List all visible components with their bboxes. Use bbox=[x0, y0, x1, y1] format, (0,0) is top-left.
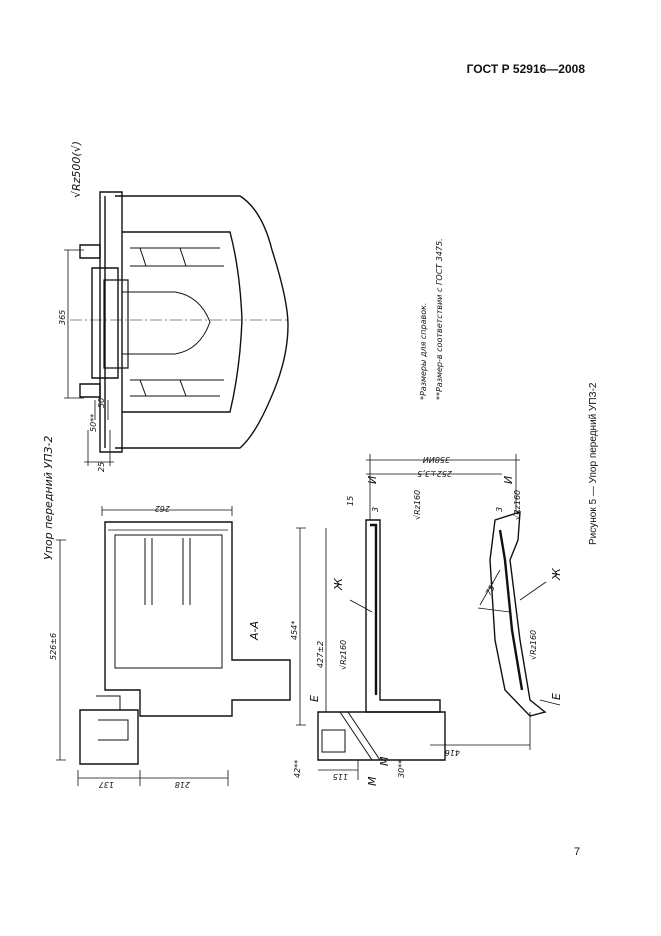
letter-e-1: Е bbox=[308, 695, 321, 702]
dim-15: 15 bbox=[346, 496, 355, 506]
dim-416: 416 bbox=[445, 748, 460, 757]
dim-137: 137 bbox=[98, 780, 114, 789]
dim-50: 50 bbox=[97, 398, 106, 408]
drawing-title: Упор передний УПЗ-2 bbox=[42, 436, 55, 560]
dim-42: 42** bbox=[293, 760, 302, 778]
letter-m-2: М bbox=[378, 756, 391, 766]
dim-30: 30** bbox=[397, 760, 406, 778]
angle-75: 75° bbox=[484, 580, 499, 597]
roughness-2: √Rz160 bbox=[339, 640, 348, 670]
top-view bbox=[64, 191, 290, 466]
dim-526: 526±6 bbox=[49, 633, 58, 660]
dim-3b: 3 bbox=[495, 507, 504, 512]
dim-50-star: 50** bbox=[89, 414, 98, 432]
figure-caption: Рисунок 5 — Упор передний УПЗ-2 bbox=[588, 382, 599, 546]
roughness-4: √Rz160 bbox=[513, 490, 522, 520]
standard-code: ГОСТ Р 52916—2008 bbox=[466, 62, 585, 76]
front-view bbox=[56, 506, 291, 786]
letter-zh-2: Ж bbox=[550, 567, 563, 581]
letter-m-1: М bbox=[366, 776, 379, 786]
section-a-a bbox=[296, 454, 561, 780]
dim-218: 218 bbox=[175, 780, 190, 789]
dim-358: 358ИИ bbox=[423, 455, 450, 464]
letter-zh-1: Ж bbox=[332, 577, 345, 591]
dim-365: 365 bbox=[58, 310, 67, 325]
dim-454: 454* bbox=[290, 621, 299, 640]
letter-i-2: И bbox=[502, 476, 515, 484]
note-2: **Размер-в соответствии с ГОСТ 3475. bbox=[435, 238, 444, 400]
roughness-general: √Rz500(√) bbox=[70, 141, 83, 198]
letter-e-2: Е bbox=[550, 693, 563, 700]
dim-252: 252±3,5 bbox=[417, 469, 452, 478]
letter-i-1: И bbox=[366, 476, 379, 484]
dim-427: 427±2 bbox=[316, 641, 325, 668]
note-1: *Размеры для справок. bbox=[419, 303, 428, 400]
roughness-3: √Rz160 bbox=[529, 630, 538, 660]
section-label: А-А bbox=[248, 621, 261, 641]
dim-115: 115 bbox=[333, 772, 348, 781]
dim-25: 25 bbox=[97, 462, 106, 472]
page-number: 7 bbox=[574, 846, 581, 858]
dim-262: 262 bbox=[155, 504, 170, 513]
roughness-1: √Rz160 bbox=[413, 490, 422, 520]
dim-3a: 3 bbox=[371, 507, 380, 512]
drawing-labels: Упор передний УПЗ-2 √Rz500(√) А-А *Разме… bbox=[42, 141, 563, 789]
